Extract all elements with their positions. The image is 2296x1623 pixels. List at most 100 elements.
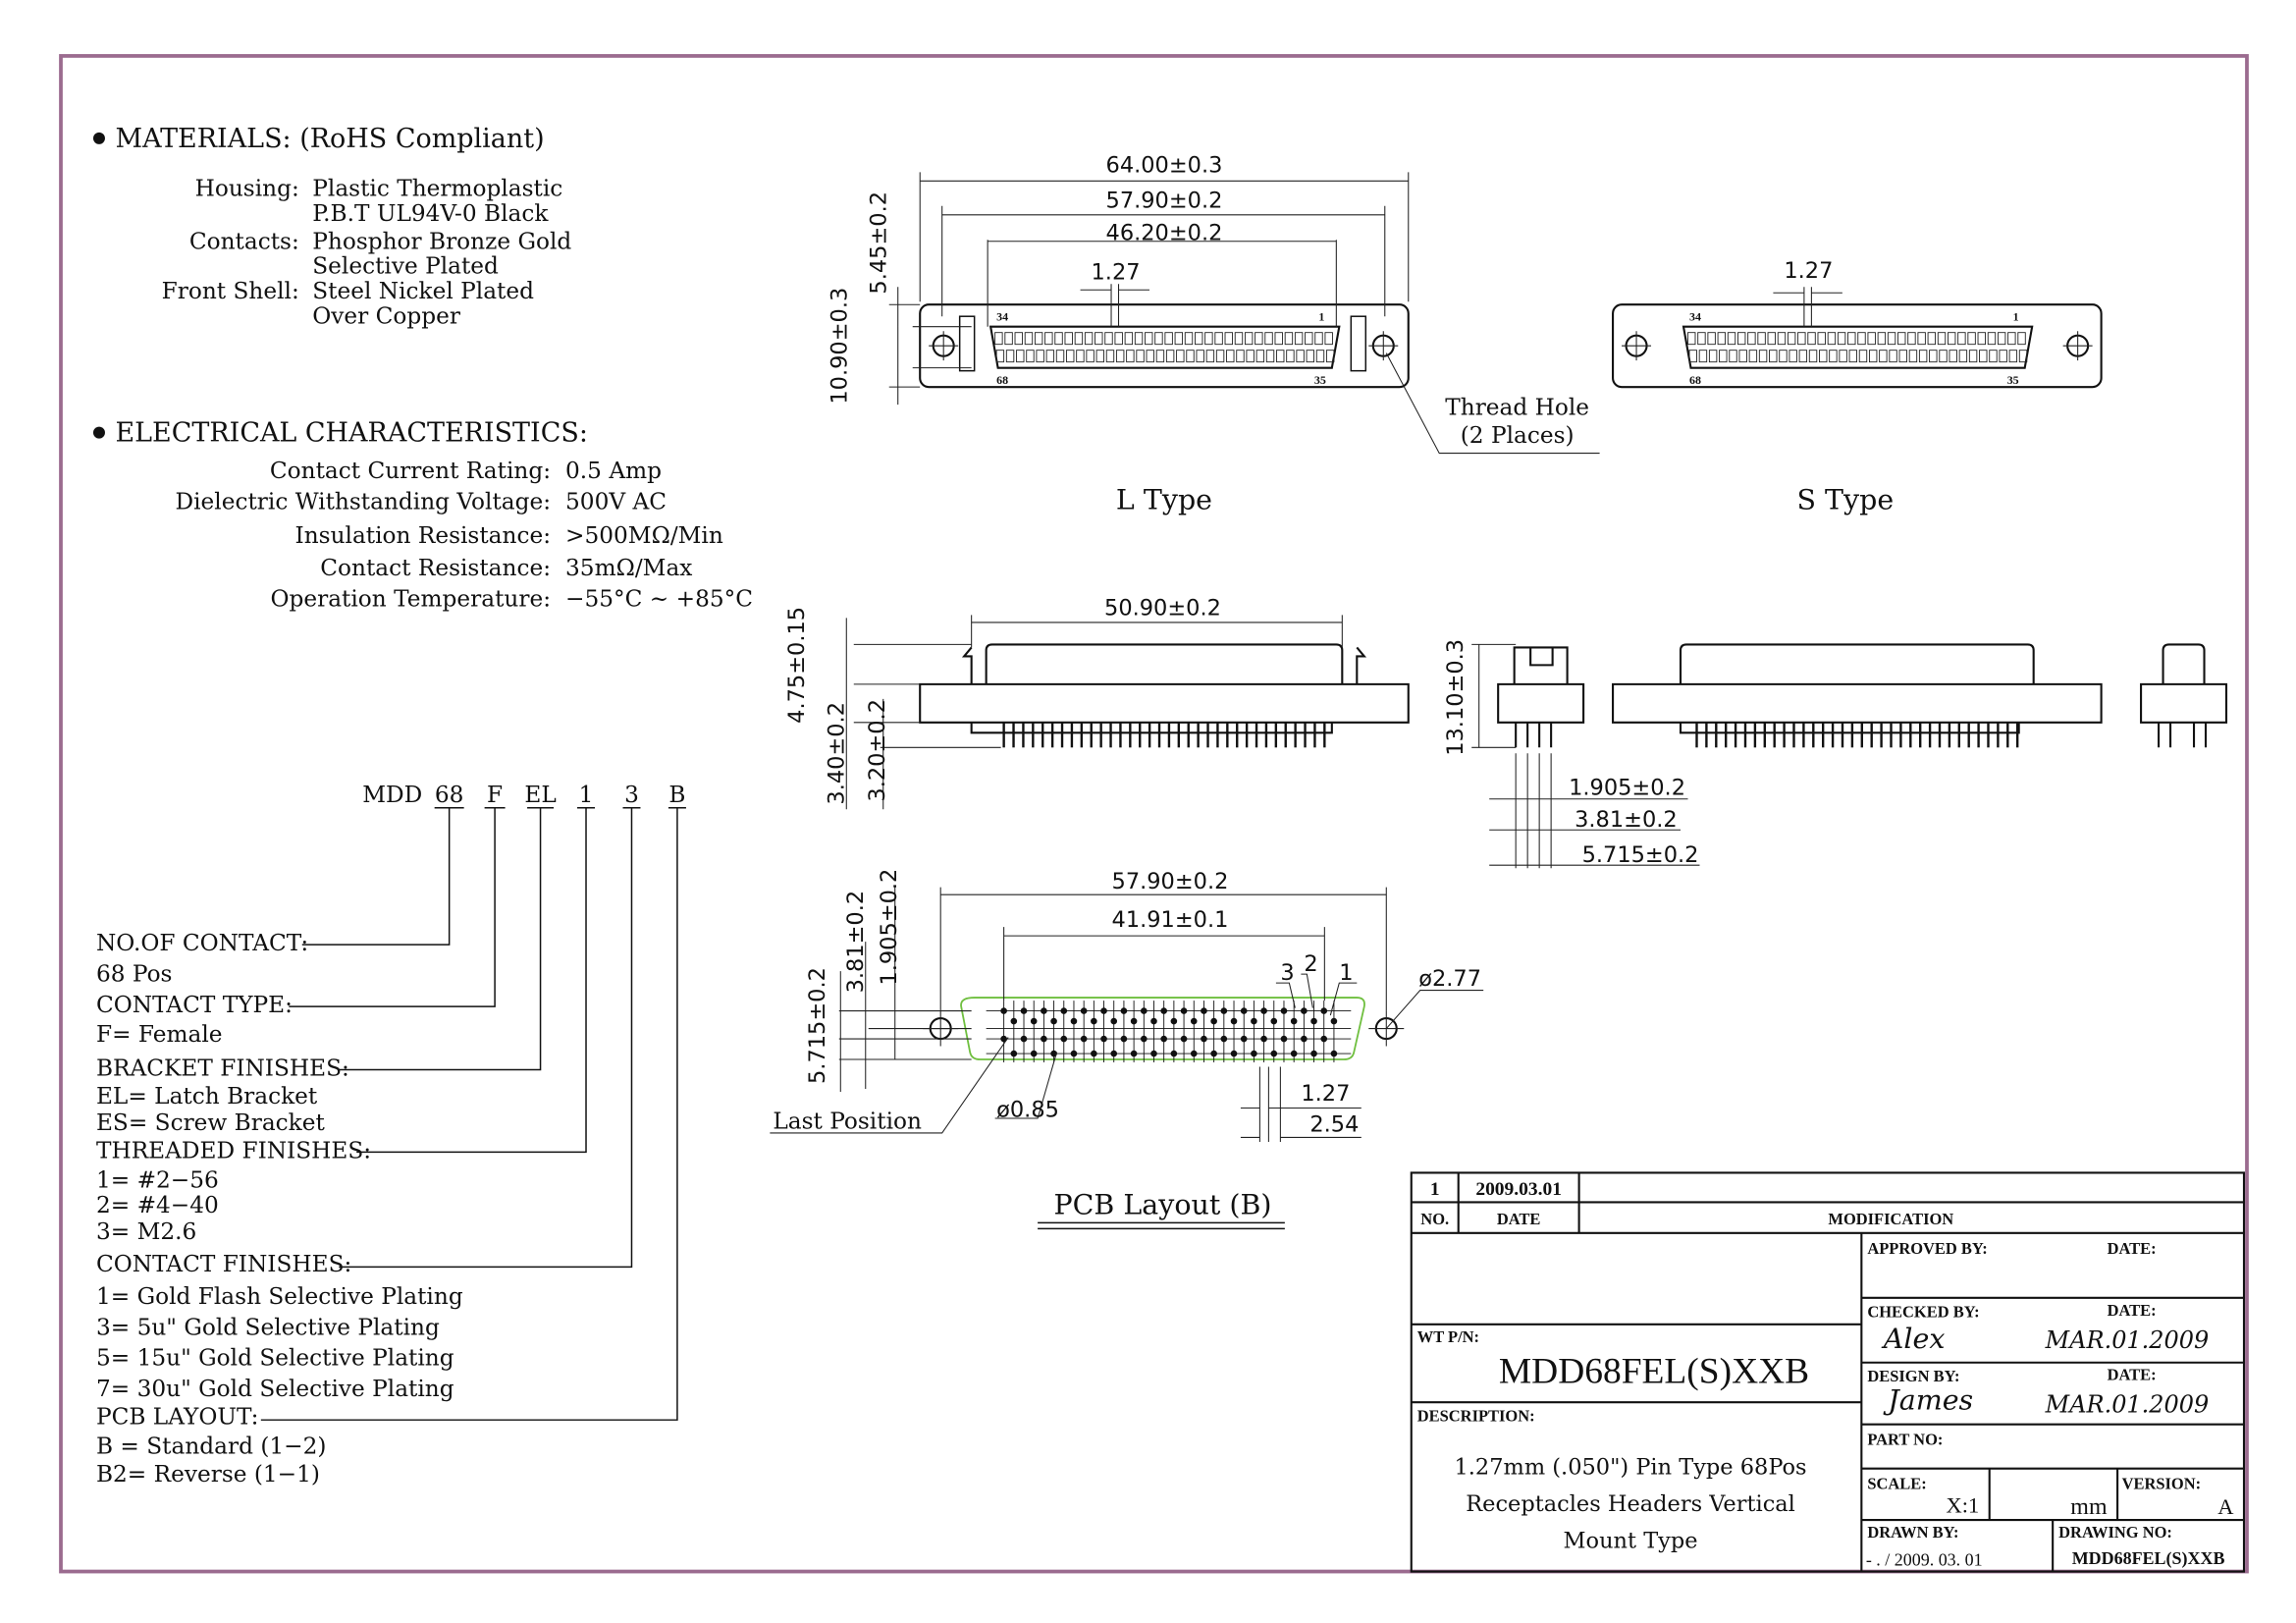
bullet-icon (92, 426, 105, 439)
contact (1095, 332, 1103, 346)
contact (1165, 350, 1175, 363)
contact (1114, 332, 1123, 346)
s-type-front-view: 34 1 68 35 1.27 S Type (1612, 258, 2103, 516)
pcb-layout-title: PCB Layout (B) (1054, 1188, 1272, 1220)
dim-overall-width: 64.00±0.3 (1106, 152, 1223, 178)
contact (1837, 332, 1846, 346)
code-segment: F (487, 782, 503, 808)
dim-pcb-row-1: 1.905±0.2 (877, 869, 902, 986)
contact (2007, 332, 2016, 346)
dim-latch-height: 4.75±0.15 (784, 607, 810, 724)
revision-no: 1 (1430, 1179, 1440, 1200)
pcb-hole (1120, 1007, 1128, 1014)
part-no-label: PART NO: (1867, 1431, 1943, 1449)
contact (1294, 332, 1304, 346)
contact (1045, 350, 1055, 363)
pcb-hole (1080, 1007, 1088, 1014)
pcb-hole (1130, 1050, 1138, 1057)
contact (1005, 350, 1015, 363)
contact (1719, 350, 1728, 363)
pin-label: 68 (996, 373, 1008, 387)
contact (1105, 350, 1115, 363)
pcb-hole (1020, 1035, 1028, 1043)
pcb-hole (1280, 1007, 1288, 1014)
dim-pcb-row-total: 5.715±0.2 (805, 967, 830, 1084)
contact (1154, 332, 1163, 346)
pcb-hole (1301, 1035, 1308, 1043)
legend-option: 3= 5u" Gold Selective Plating (96, 1314, 440, 1340)
l-type-label: L Type (1116, 484, 1212, 516)
dim-side-width: 50.90±0.2 (1104, 595, 1221, 621)
pcb-hole (1220, 1035, 1228, 1043)
checked-label: CHECKED BY: (1867, 1302, 1979, 1321)
checked-signature: Alex (1881, 1323, 1946, 1355)
legend-heading: THREADED FINISHES: (96, 1137, 371, 1163)
dim-pcb-row-2: 3.81±0.2 (843, 891, 869, 994)
contact (1024, 332, 1034, 346)
contact (1767, 332, 1776, 346)
legend-option: 68 Pos (96, 961, 173, 988)
l-type-front-view: 34 1 68 35 64.00±0.3 57.90±0.2 46.20±0.2… (827, 152, 1600, 516)
pcb-hole (1010, 1017, 1018, 1025)
contact (1717, 332, 1727, 346)
contact (1977, 332, 1986, 346)
dim-pcb-pitch: 1.27 (1301, 1081, 1350, 1107)
contact (1176, 350, 1185, 363)
contact (1879, 350, 1888, 363)
revision-date: 2009.03.01 (1475, 1179, 1562, 1200)
pcb-hole (1060, 1035, 1068, 1043)
pcb-hole (1100, 1035, 1107, 1043)
contact (1325, 350, 1335, 363)
dim-row-1: 1.905±0.2 (1569, 775, 1685, 800)
pcb-hole (1190, 1050, 1198, 1057)
legend-heading: BRACKET FINISHES: (96, 1055, 349, 1082)
pin-row (1695, 722, 2019, 748)
pcb-hole (1260, 1007, 1267, 1014)
pin-number: 1 (1339, 960, 1353, 986)
contact (1214, 332, 1223, 346)
contact (1829, 350, 1838, 363)
contact (1095, 350, 1104, 363)
material-value: Plastic Thermoplastic (312, 175, 562, 201)
pcb-hole (1141, 1007, 1148, 1014)
contact (1296, 350, 1305, 363)
dim-mount-width: 57.90±0.2 (1106, 188, 1223, 213)
pcb-hole (1310, 1017, 1317, 1025)
pcb-hole (1110, 1050, 1118, 1057)
electrical-title: ELECTRICAL CHARACTERISTICS: (115, 418, 587, 449)
contact (1265, 350, 1275, 363)
contact (1769, 350, 1778, 363)
contact (1967, 332, 1976, 346)
pcb-hole (1170, 1050, 1178, 1057)
scale-value: X:1 (1947, 1493, 1980, 1518)
contact (1284, 332, 1294, 346)
pcb-hole (1290, 1017, 1298, 1025)
contact (1958, 350, 1968, 363)
material-label: Front Shell: (162, 278, 299, 304)
header-no: NO. (1420, 1210, 1449, 1228)
pcb-hole (1330, 1017, 1338, 1025)
pcb-hole (1251, 1050, 1257, 1057)
pcb-hole (1160, 1007, 1167, 1014)
electrical-value: >500MΩ/Min (565, 522, 723, 549)
s-type-label: S Type (1797, 484, 1895, 516)
pcb-hole (1000, 1007, 1007, 1014)
pcb-hole (1251, 1017, 1257, 1025)
pcb-hole (1180, 1007, 1188, 1014)
pin-label: 35 (2007, 373, 2019, 387)
contact (1727, 332, 1736, 346)
pcb-hole (1091, 1017, 1097, 1025)
contact (1839, 350, 1847, 363)
pin-label: 34 (1689, 310, 1701, 324)
legend-option: ES= Screw Bracket (96, 1109, 326, 1136)
code-segment: B (668, 782, 685, 808)
code-segment: 1 (579, 782, 594, 808)
legend-option: 3= M2.6 (96, 1218, 196, 1245)
date-label: DATE: (2108, 1239, 2157, 1258)
contact (1989, 350, 1998, 363)
contact (1737, 332, 1746, 346)
contact (1115, 350, 1125, 363)
pin-number: 2 (1304, 951, 1317, 977)
dim-pcb-pitch-row: 2.54 (1309, 1111, 1359, 1137)
